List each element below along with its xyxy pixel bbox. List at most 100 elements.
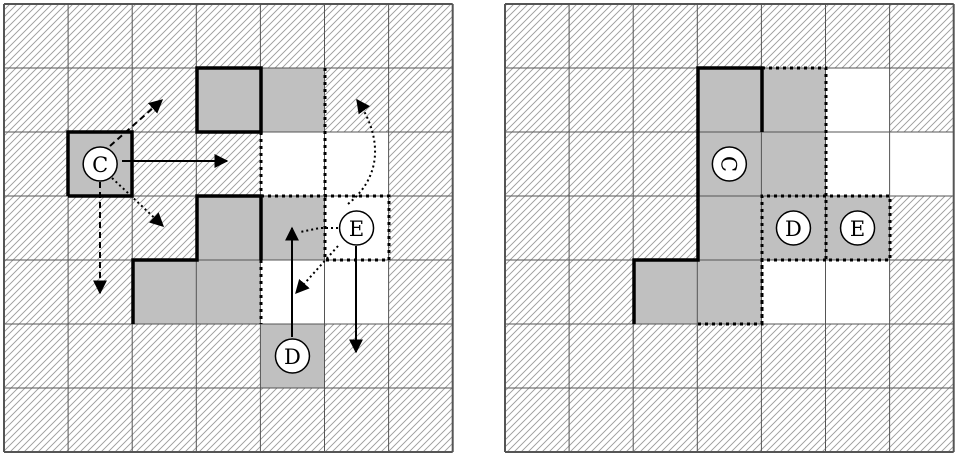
right-panel-cell-hatched	[505, 388, 570, 452]
left-panel-label-c: C	[82, 146, 118, 182]
label-text: C	[92, 153, 108, 177]
left-panel-cell-hatched	[68, 324, 133, 388]
right-panel-cell-hatched	[697, 324, 762, 388]
right-panel-cell-hatched	[505, 196, 570, 260]
left-e-region-border	[261, 194, 391, 262]
left-panel-cell-hatched	[260, 4, 325, 68]
left-panel-cell-shaded	[260, 68, 325, 132]
arrow-c-down-right-dotted	[111, 177, 165, 227]
left-panel-cell-hatched	[324, 388, 389, 452]
right-panel-cell-hatched	[505, 68, 570, 132]
left-arrows-c	[93, 99, 229, 295]
right-panel-label-c: C	[711, 146, 748, 182]
label-circle	[711, 146, 748, 182]
left-panel-cell-shaded	[196, 196, 261, 260]
right-panel-cell-shaded	[633, 260, 698, 324]
left-panel-cell-hatched	[388, 4, 453, 68]
right-panel-cell-hatched	[505, 324, 570, 388]
left-panel-cell-hatched	[4, 388, 69, 452]
right-panel-cell-hatched	[633, 388, 698, 452]
left-panel-cell-hatched	[68, 68, 133, 132]
right-top-dotted	[762, 66, 828, 196]
right-panel-cell-hatched	[889, 388, 954, 452]
right-panel: CD E	[504, 3, 955, 453]
right-panel-cell-blank	[761, 260, 826, 324]
right-panel-cell-hatched	[505, 260, 570, 324]
right-panel-cell-hatched	[569, 4, 634, 68]
right-panel-cell-hatched	[761, 4, 826, 68]
left-panel-cell-hatched	[196, 388, 261, 452]
label-text: E	[850, 217, 865, 241]
left-panel-cell-hatched	[4, 68, 69, 132]
right-panel-cell-hatched	[633, 132, 698, 196]
right-panel-cell-shaded	[697, 68, 762, 132]
left-panel-cell-hatched	[4, 324, 69, 388]
right-panel-cell-shaded	[761, 68, 826, 132]
right-panel-cell-shaded	[697, 196, 762, 260]
right-staircase-border	[632, 66, 764, 324]
right-panel-cell-shaded	[697, 260, 762, 324]
left-panel-cell-hatched	[388, 388, 453, 452]
left-panel-cell-blank	[260, 132, 325, 196]
label-text: E	[349, 217, 364, 241]
left-panel-cell-hatched	[388, 196, 453, 260]
left-panel-cell-hatched	[388, 324, 453, 388]
right-panel-cell-hatched	[889, 324, 954, 388]
left-panel-cell-hatched	[132, 388, 197, 452]
left-panel-cell-hatched	[132, 132, 197, 196]
right-panel-cell-hatched	[569, 324, 634, 388]
left-panel-cell-hatched	[132, 4, 197, 68]
left-panel-cell-blank	[324, 132, 389, 196]
left-panel-cell-hatched	[260, 388, 325, 452]
right-panel-cell-hatched	[569, 388, 634, 452]
left-panel-label-e: E	[338, 210, 375, 246]
right-panel-cell-hatched	[505, 4, 570, 68]
left-panel-cell-hatched	[4, 260, 69, 324]
left-dotted-borders	[66, 68, 391, 324]
label-circle	[82, 146, 118, 182]
arrow-e-left-dotted	[299, 227, 338, 233]
right-panel-cell-hatched	[825, 324, 890, 388]
right-panel-cell-blank	[889, 132, 954, 196]
left-staircase-border	[131, 194, 263, 324]
arrow-c-up-right-dashed	[109, 99, 164, 147]
label-circle	[839, 210, 876, 246]
right-labels: CD E	[711, 146, 876, 246]
left-arrows-e-d	[285, 98, 376, 354]
right-panel-cell-hatched	[825, 388, 890, 452]
right-panel-cell-blank	[825, 132, 890, 196]
left-panel-cell-hatched	[4, 132, 69, 196]
right-panel-cell-hatched	[889, 196, 954, 260]
right-panel-cell-hatched	[761, 324, 826, 388]
right-panel-cell-hatched	[697, 388, 762, 452]
label-text: D	[284, 345, 301, 369]
right-dotted-borders	[698, 66, 892, 326]
right-cells	[505, 4, 954, 452]
label-circle	[338, 210, 375, 246]
left-panel-cell-hatched	[388, 132, 453, 196]
left-panel-cell-hatched	[132, 68, 197, 132]
left-panel-cell-hatched	[68, 4, 133, 68]
left-top-block-border	[195, 66, 263, 134]
right-panel-label-d: D	[775, 210, 812, 246]
label-circle	[775, 210, 812, 246]
left-panel-cell-shaded	[196, 68, 261, 132]
left-panel-cell-shaded	[196, 260, 261, 324]
right-panel-cell-hatched	[633, 324, 698, 388]
arrow-e-down-left-dotted	[295, 245, 339, 295]
right-panel-cell-hatched	[889, 260, 954, 324]
right-solid-borders	[632, 66, 764, 324]
right-de-region-border	[760, 194, 892, 324]
right-panel-cell-hatched	[825, 4, 890, 68]
right-panel-label-e: E	[839, 210, 876, 246]
left-panel-cell-hatched	[196, 324, 261, 388]
left-panel-cell-hatched	[132, 196, 197, 260]
right-panel-cell-hatched	[505, 132, 570, 196]
left-labels: C E D	[82, 146, 375, 374]
left-panel-cell-hatched	[196, 132, 261, 196]
right-panel-cell-hatched	[569, 68, 634, 132]
left-panel-cell-hatched	[4, 196, 69, 260]
label-circle	[274, 338, 311, 374]
left-cells	[4, 4, 453, 452]
